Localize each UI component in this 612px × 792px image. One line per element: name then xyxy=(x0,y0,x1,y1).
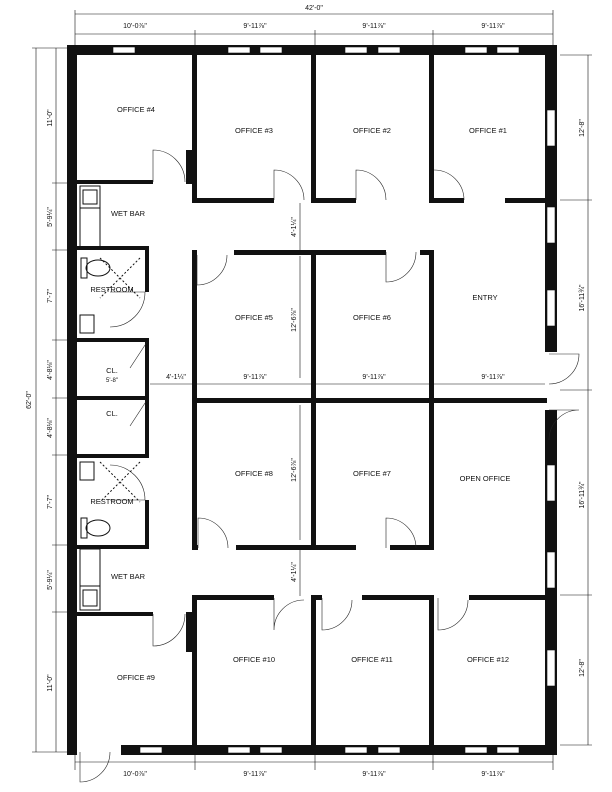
room-entry: ENTRY xyxy=(472,293,497,302)
dim-mid-col4: 9'-11⅞" xyxy=(481,374,505,381)
dim-overall-width: 42'-0" xyxy=(305,5,323,12)
room-restroom-top: RESTROOM xyxy=(90,285,133,294)
dim-top-col3: 9'-11⅞" xyxy=(362,23,386,30)
dim-right-2: 16'-11¾" xyxy=(579,284,586,312)
sink-bottom xyxy=(79,461,95,481)
dim-right-4: 12'-8" xyxy=(579,659,586,677)
room-office-1: OFFICE #1 xyxy=(469,126,507,135)
dim-corridor-top: 4'-1¼" xyxy=(291,217,298,237)
toilet-top xyxy=(80,257,88,279)
room-office-8: OFFICE #8 xyxy=(235,469,273,478)
dim-left-1: 11'-0" xyxy=(47,109,54,127)
dim-right-1: 12'-8" xyxy=(579,119,586,137)
room-office-9: OFFICE #9 xyxy=(117,673,155,682)
dim-bottom-col2: 9'-11⅞" xyxy=(243,771,267,778)
room-wet-bar-bottom: WET BAR xyxy=(111,572,146,581)
windows xyxy=(112,46,556,754)
room-office-5: OFFICE #5 xyxy=(235,313,273,322)
room-office-6: OFFICE #6 xyxy=(353,313,391,322)
dim-closet-width: 5'-8" xyxy=(106,378,118,384)
room-office-2: OFFICE #2 xyxy=(353,126,391,135)
room-office-12: OFFICE #12 xyxy=(467,655,509,664)
room-closet-top: CL. xyxy=(106,366,118,375)
room-office-4: OFFICE #4 xyxy=(117,105,155,114)
dim-bottom-col4: 9'-11⅞" xyxy=(481,771,505,778)
sink-top xyxy=(79,314,95,334)
room-office-7: OFFICE #7 xyxy=(353,469,391,478)
dim-left-6: 7'-7" xyxy=(47,495,54,509)
room-office-3: OFFICE #3 xyxy=(235,126,273,135)
room-wet-bar-top: WET BAR xyxy=(111,209,146,218)
dim-mid-hall: 4'-1¼" xyxy=(166,374,186,381)
dim-top-col4: 9'-11⅞" xyxy=(481,23,505,30)
interior-walls xyxy=(77,55,547,745)
dim-left-5: 4'-8⅛" xyxy=(47,418,54,438)
dim-office8-height: 12'-6⅞" xyxy=(291,458,298,482)
dim-mid-col3: 9'-11⅞" xyxy=(362,374,386,381)
dim-corridor-bottom: 4'-1¼" xyxy=(291,562,298,582)
door-swings xyxy=(79,149,580,783)
dim-left-3: 7'-7" xyxy=(47,289,54,303)
room-office-11: OFFICE #11 xyxy=(351,655,393,664)
room-restroom-bottom: RESTROOM xyxy=(90,497,133,506)
dim-left-2: 5'-9¼" xyxy=(47,207,54,227)
room-labels: OFFICE #4 OFFICE #3 OFFICE #2 OFFICE #1 … xyxy=(90,105,510,682)
dim-left-7: 5'-9¼" xyxy=(47,570,54,590)
dim-top-col2: 9'-11⅞" xyxy=(243,23,267,30)
dim-overall-height: 62'-0" xyxy=(26,391,33,409)
dim-mid-col2: 9'-11⅞" xyxy=(243,374,267,381)
toilet-bottom xyxy=(80,517,88,539)
dim-left-4: 4'-8⅛" xyxy=(47,360,54,380)
dim-right-3: 16'-11¾" xyxy=(579,481,586,509)
dimension-labels: 42'-0" 10'-0⅞" 9'-11⅞" 9'-11⅞" 9'-11⅞" 1… xyxy=(26,5,586,778)
room-open-office: OPEN OFFICE xyxy=(460,474,511,483)
dim-top-col1: 10'-0⅞" xyxy=(123,23,147,30)
dim-bottom-col3: 9'-11⅞" xyxy=(362,771,386,778)
dim-bottom-col1: 10'-0⅞" xyxy=(123,771,147,778)
room-closet-bottom: CL. xyxy=(106,409,118,418)
dim-office5-height: 12'-6⅞" xyxy=(291,308,298,332)
room-office-10: OFFICE #10 xyxy=(233,655,275,664)
plumbing-fixtures xyxy=(79,185,141,611)
dim-left-8: 11'-0" xyxy=(47,674,54,692)
